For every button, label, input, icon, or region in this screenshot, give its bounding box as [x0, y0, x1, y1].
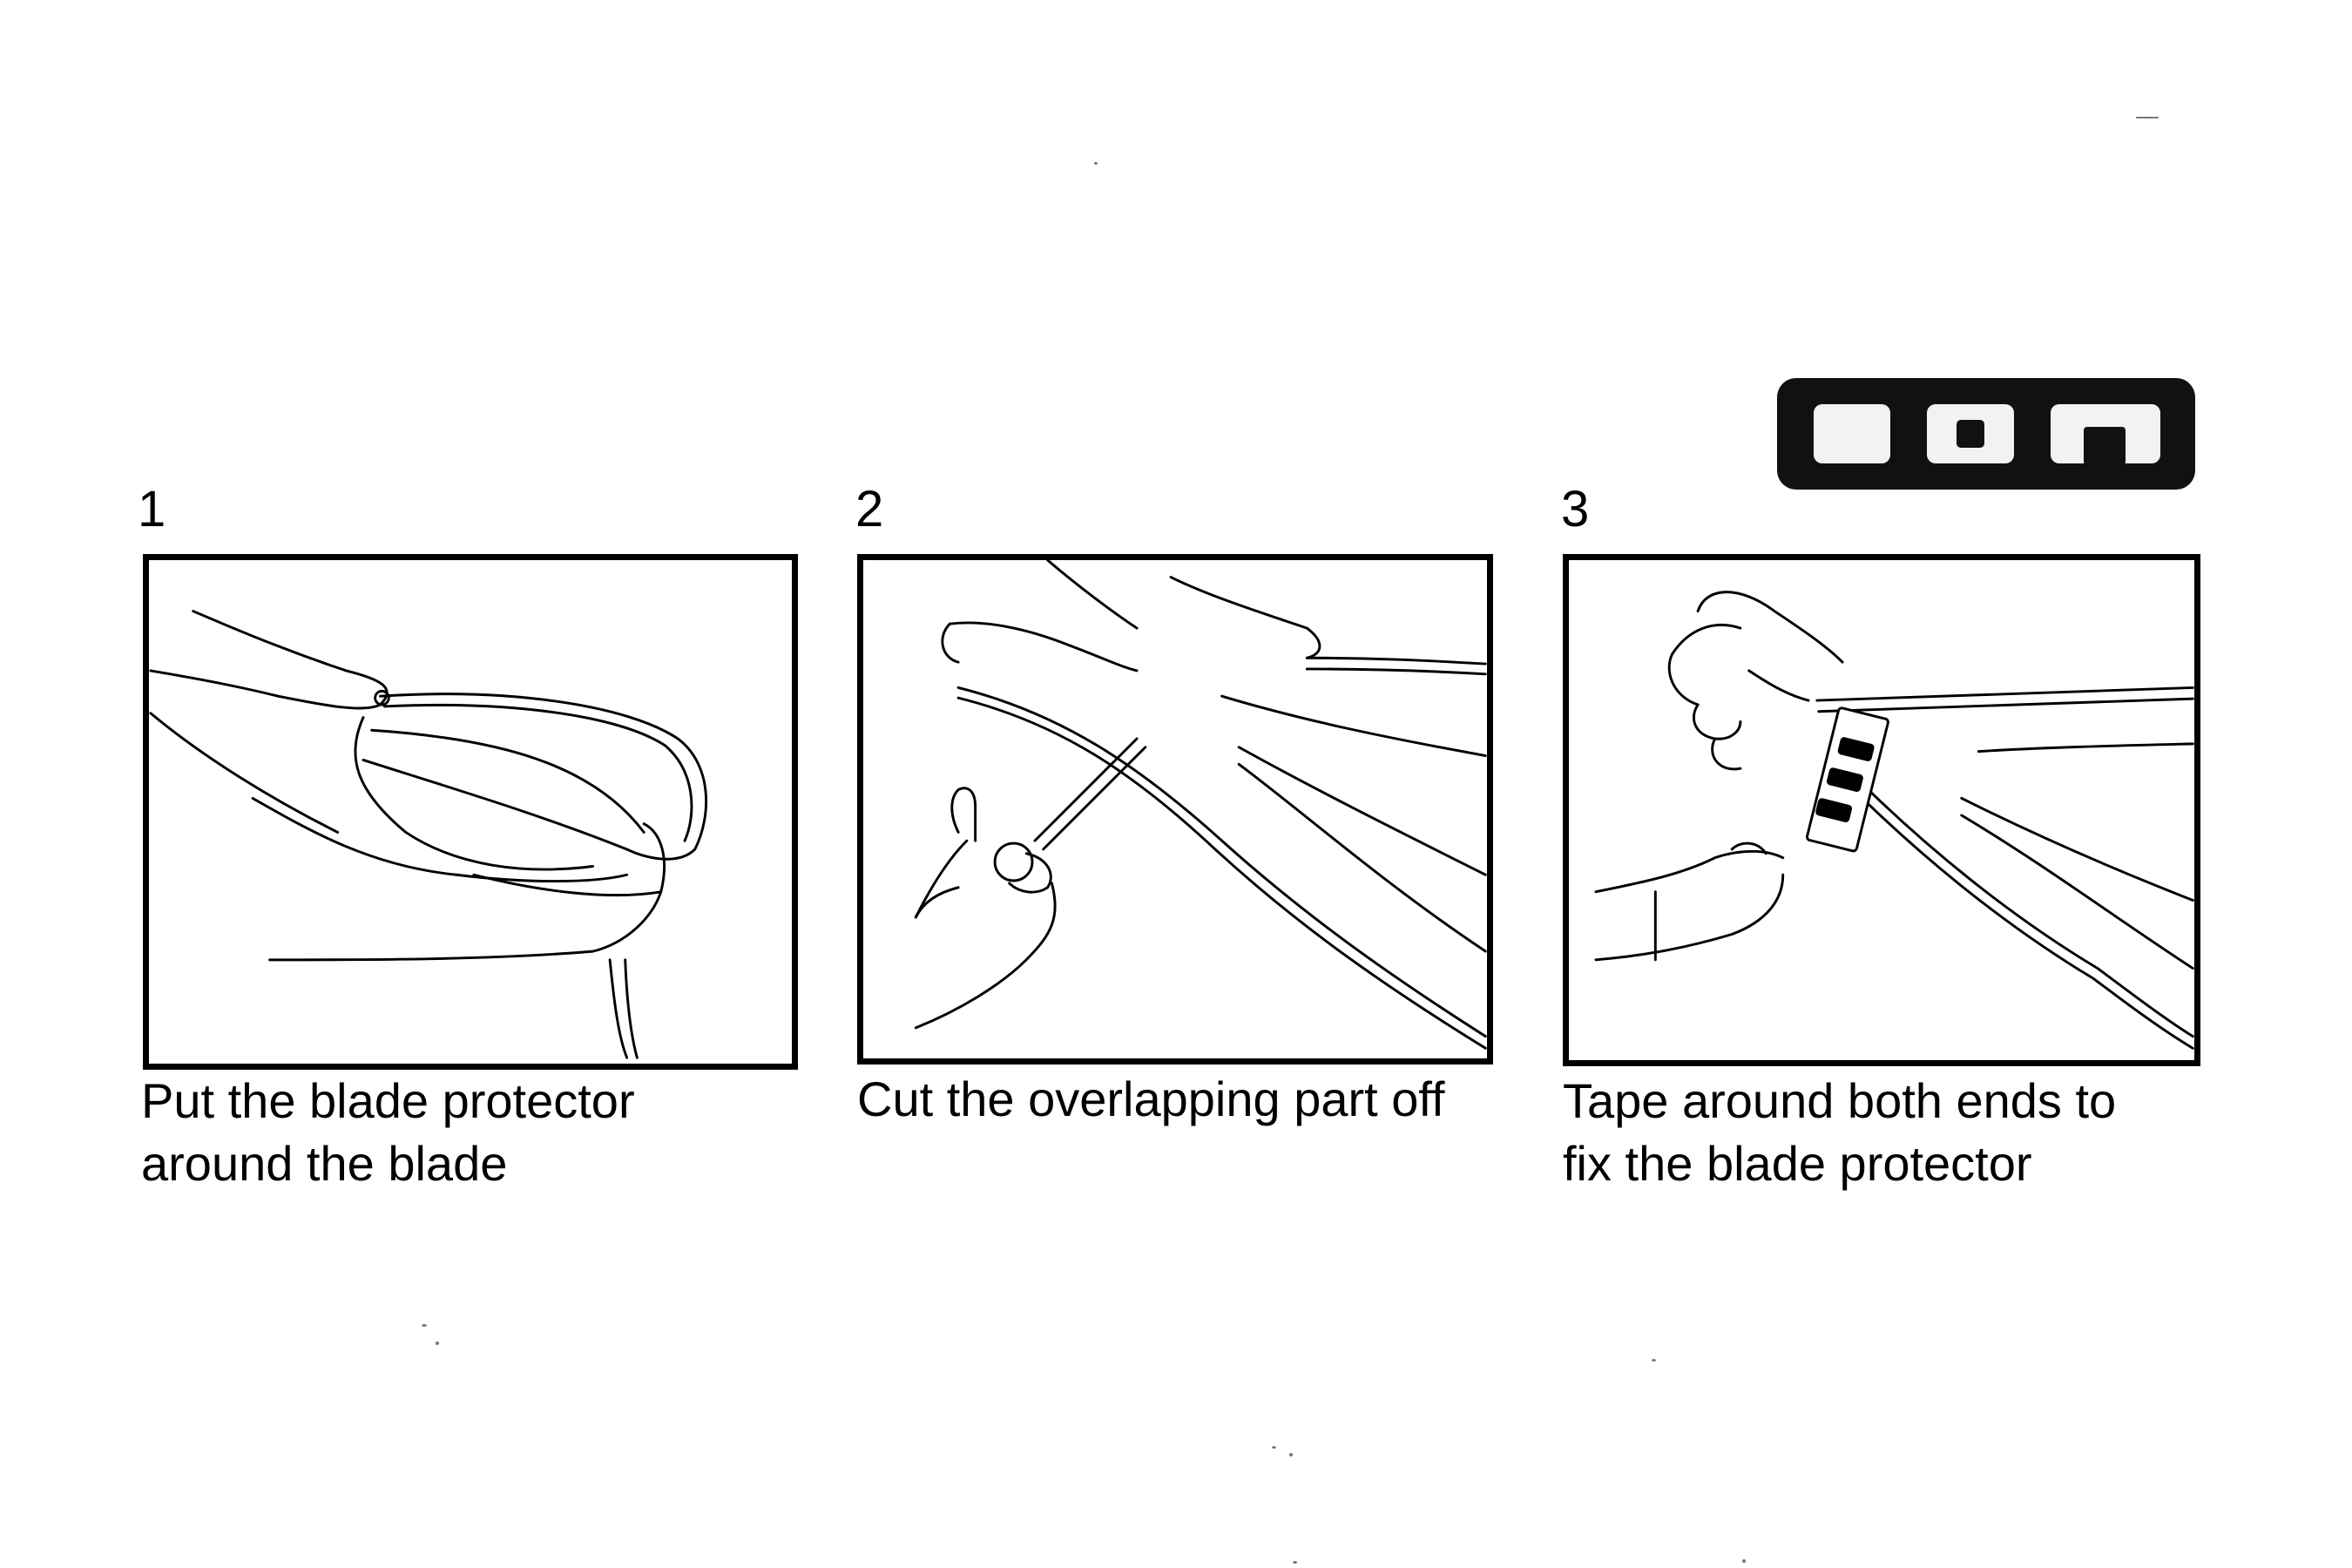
scan-speck — [1289, 1453, 1293, 1456]
step-2-illustration-panel — [857, 554, 1493, 1064]
step-number: 2 — [855, 481, 884, 537]
scan-speck — [1742, 1559, 1746, 1563]
step-1-illustration-panel — [143, 554, 798, 1070]
step-2: 2 Cut the over — [855, 0, 1517, 1220]
step-1-caption: Put the blade protector around the blade — [141, 1073, 635, 1191]
step-2-caption: Cut the overlapping part off — [857, 1071, 1445, 1126]
ion-logo: ion — [1777, 378, 2195, 490]
scan-speck — [422, 1324, 427, 1327]
step-number: 1 — [138, 481, 166, 537]
step-3: 3 — [1561, 0, 2223, 1220]
scan-speck — [1652, 1359, 1656, 1362]
scan-speck — [1293, 1561, 1297, 1564]
scan-speck — [1094, 162, 1098, 165]
hands-taping-protector-icon — [1594, 591, 2194, 1050]
hands-fitting-blade-protector-icon — [149, 610, 707, 1059]
step-1: 1 Put the blade protector around the bla… — [138, 0, 800, 1220]
scan-speck — [436, 1342, 439, 1345]
ion-brand-logo-icon — [1777, 378, 2195, 490]
scissors-cutting-protector-icon — [914, 560, 1487, 1050]
step-number: 3 — [1561, 481, 1590, 537]
scan-speck — [1272, 1446, 1276, 1449]
scan-speck — [2136, 117, 2159, 118]
step-3-illustration-panel — [1563, 554, 2200, 1066]
step-3-caption: Tape around both ends to fix the blade p… — [1563, 1073, 2117, 1191]
